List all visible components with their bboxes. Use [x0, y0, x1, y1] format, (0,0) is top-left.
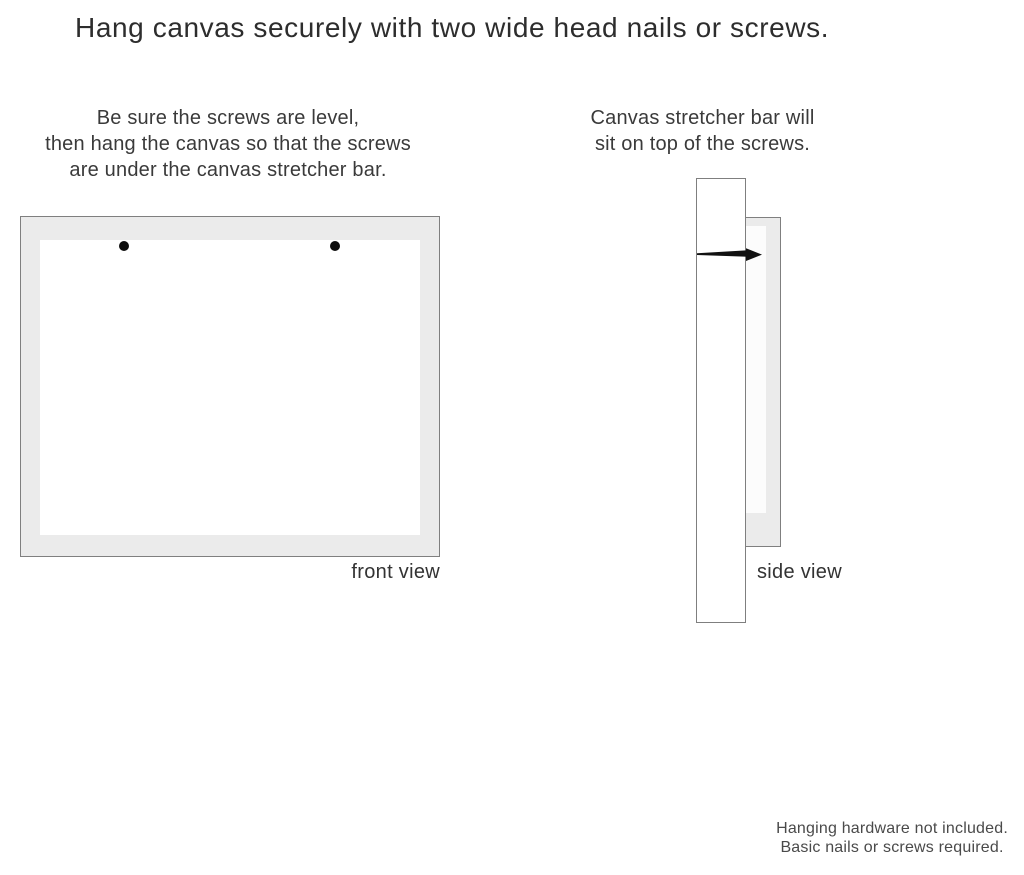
side-view-canvas-inner — [745, 226, 766, 513]
nail-icon — [697, 248, 762, 261]
side-view-canvas — [742, 217, 781, 547]
front-view-label: front view — [351, 561, 440, 583]
page-title: Hang canvas securely with two wide head … — [75, 12, 830, 43]
hardware-footnote: Hanging hardware not included. Basic nai… — [776, 820, 1008, 856]
front-view-canvas-frame — [20, 216, 440, 557]
front-view-canvas-inner — [40, 240, 420, 535]
screw-dot-right — [330, 241, 340, 251]
front-view-instruction-text: Be sure the screws are level, then hang … — [45, 107, 411, 181]
nail-shaft — [697, 250, 748, 257]
screw-dot-left — [119, 241, 129, 251]
side-view-instruction-text: Canvas stretcher bar will sit on top of … — [590, 107, 815, 155]
side-view-label: side view — [757, 561, 842, 583]
nail-head — [746, 248, 762, 261]
